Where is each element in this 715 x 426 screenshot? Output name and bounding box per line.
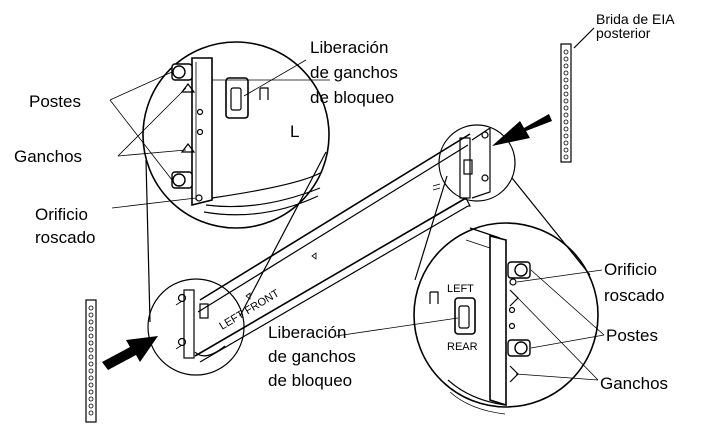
liberacion-bottom-l1: Liberación [268, 323, 346, 342]
liberacion-bottom-l3: de bloqueo [268, 371, 352, 390]
hook-top-left [180, 83, 196, 93]
insert-arrow-rear [492, 114, 552, 146]
ganchos-left-label: Ganchos [14, 147, 82, 166]
leader-lines [109, 59, 605, 381]
rear-eia-flange [560, 27, 595, 163]
insert-arrow-front [102, 336, 158, 370]
front-eia-flange [85, 299, 97, 423]
liberacion-bottom-l2: de ganchos [268, 347, 356, 366]
post-bottom-right [507, 339, 531, 357]
callout-labels: Brida de EIA posterior Liberación de gan… [14, 11, 675, 393]
hook-top-right [509, 289, 519, 307]
rear-bracket-small [438, 124, 516, 202]
front-bracket-small [147, 278, 245, 376]
orificio-right-l2: roscado [604, 286, 664, 305]
orificio-right-l1: Orificio [604, 260, 657, 279]
brida-label-l2: posterior [596, 25, 651, 41]
brida-label-l1: Brida de EIA [596, 11, 675, 27]
liberacion-top-l3: de bloqueo [310, 88, 394, 107]
liberacion-top-l2: de ganchos [310, 63, 398, 82]
liberacion-top-l1: Liberación [310, 38, 388, 57]
l-mark-stamp: L [290, 122, 299, 141]
post-top-right [507, 261, 531, 279]
ganchos-right-label: Ganchos [600, 374, 668, 393]
threaded-hole-right [509, 278, 517, 286]
threaded-hole-left [195, 194, 203, 202]
hook-bottom-left [180, 143, 196, 153]
orificio-left-l1: Orificio [35, 205, 88, 224]
postes-right-label: Postes [606, 326, 658, 345]
postes-left-label: Postes [29, 92, 81, 111]
post-top-left [171, 63, 193, 81]
front-detail-circle: L [142, 41, 330, 323]
orificio-left-l2: roscado [35, 228, 95, 247]
rear-detail-circle: LEFT REAR [413, 175, 599, 415]
rear-stamp: REAR [447, 341, 478, 353]
post-bottom-left [171, 171, 193, 189]
left-stamp: LEFT [447, 283, 474, 295]
